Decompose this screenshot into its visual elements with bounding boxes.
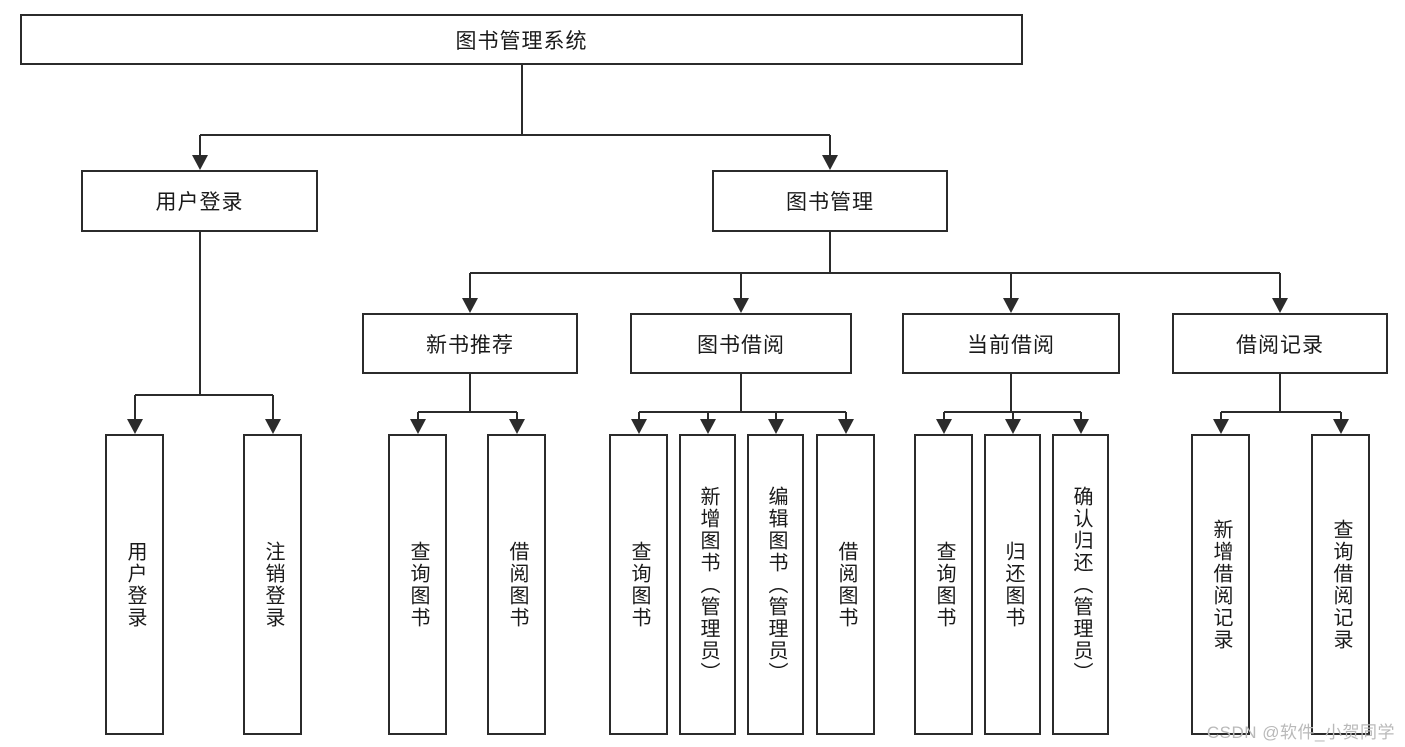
arrow-head-icon <box>508 419 525 434</box>
leaf-edit-book-admin[interactable]: 编辑图书（管理员） <box>747 434 804 735</box>
node-current-borrow[interactable]: 当前借阅 <box>902 313 1120 374</box>
arrow-head-icon <box>733 298 749 313</box>
node-label: 确认归还（管理员） <box>1070 485 1092 684</box>
node-label: 借阅图书 <box>835 540 857 629</box>
arrow-head-icon <box>822 155 838 170</box>
node-label: 新书推荐 <box>426 333 514 357</box>
node-label: 查询图书 <box>933 540 955 629</box>
connector-line <box>198 135 201 155</box>
node-label: 借阅图书 <box>506 540 528 629</box>
node-label: 图书管理系统 <box>455 29 588 53</box>
connector-line <box>470 272 1280 274</box>
node-root[interactable]: 图书管理系统 <box>20 14 1023 65</box>
node-new-book-recommend[interactable]: 新书推荐 <box>362 313 578 374</box>
connector-line <box>637 412 640 419</box>
connector-line <box>134 394 273 396</box>
node-book-borrow[interactable]: 图书借阅 <box>630 313 852 374</box>
arrow-head-icon <box>630 419 647 434</box>
connector-line <box>469 374 471 412</box>
connector-line <box>417 411 517 413</box>
arrow-head-icon <box>837 419 854 434</box>
connector-line <box>133 395 136 419</box>
connector-line <box>416 412 419 419</box>
connector-line <box>1339 412 1342 419</box>
connector-line <box>942 412 945 419</box>
arrow-head-icon <box>191 155 208 170</box>
node-label: 图书借阅 <box>697 333 785 357</box>
connector-line <box>1279 374 1281 412</box>
arrow-head-icon <box>1003 298 1019 313</box>
arrow-head-icon <box>1212 419 1229 434</box>
connector-line <box>515 412 518 419</box>
connector-line <box>1010 374 1012 412</box>
connector-line <box>1279 273 1281 298</box>
node-label: 查询图书 <box>628 540 650 629</box>
arrow-head-icon <box>1332 419 1349 434</box>
arrow-head-icon <box>1272 298 1288 313</box>
connector-line <box>1011 412 1014 419</box>
connector-line <box>774 412 777 419</box>
arrow-head-icon <box>264 419 281 434</box>
connector-line <box>740 273 742 298</box>
connector-line <box>638 411 846 413</box>
connector-line <box>829 135 831 155</box>
node-label: 用户登录 <box>155 191 244 214</box>
node-label: 当前借阅 <box>967 333 1055 357</box>
node-label: 编辑图书（管理员） <box>765 485 787 684</box>
node-label: 图书管理 <box>786 191 874 214</box>
connector-line <box>1220 411 1341 413</box>
node-label: 查询借阅记录 <box>1330 518 1352 651</box>
node-label: 归还图书 <box>1002 540 1024 629</box>
connector-line <box>1219 412 1222 419</box>
connector-line <box>469 273 471 298</box>
node-user-login[interactable]: 用户登录 <box>81 170 318 232</box>
leaf-query-book-current[interactable]: 查询图书 <box>914 434 973 735</box>
arrow-head-icon <box>462 298 478 313</box>
connector-line <box>271 395 274 419</box>
node-label: 注销登录 <box>262 540 284 629</box>
leaf-query-book-recommend[interactable]: 查询图书 <box>388 434 447 735</box>
leaf-add-borrow-record[interactable]: 新增借阅记录 <box>1191 434 1250 735</box>
leaf-user-login[interactable]: 用户登录 <box>105 434 164 735</box>
connector-line <box>520 65 523 135</box>
arrow-head-icon <box>767 419 784 434</box>
connector-line <box>829 232 831 273</box>
leaf-borrow-book-recommend[interactable]: 借阅图书 <box>487 434 546 735</box>
leaf-confirm-return-admin[interactable]: 确认归还（管理员） <box>1052 434 1109 735</box>
arrow-head-icon <box>699 419 716 434</box>
leaf-add-book-admin[interactable]: 新增图书（管理员） <box>679 434 736 735</box>
connector-line <box>706 412 709 419</box>
arrow-head-icon <box>1072 419 1089 434</box>
node-label: 新增借阅记录 <box>1210 518 1232 651</box>
leaf-return-book[interactable]: 归还图书 <box>984 434 1041 735</box>
watermark: CSDN @软件_小贺同学 <box>1206 723 1395 742</box>
node-label: 借阅记录 <box>1236 333 1324 357</box>
leaf-logout-login[interactable]: 注销登录 <box>243 434 302 735</box>
arrow-head-icon <box>409 419 426 434</box>
arrow-head-icon <box>126 419 143 434</box>
connector-line <box>740 374 742 412</box>
arrow-head-icon <box>935 419 952 434</box>
node-label: 用户登录 <box>124 540 146 629</box>
node-label: 新增图书（管理员） <box>697 485 719 684</box>
connector-line <box>198 232 201 395</box>
node-borrow-record[interactable]: 借阅记录 <box>1172 313 1388 374</box>
node-label: 查询图书 <box>407 540 429 629</box>
connector-line <box>199 134 830 136</box>
connector-line <box>1079 412 1082 419</box>
arrow-head-icon <box>1004 419 1021 434</box>
leaf-query-book-borrow[interactable]: 查询图书 <box>609 434 668 735</box>
connector-line <box>844 412 847 419</box>
leaf-borrow-book[interactable]: 借阅图书 <box>816 434 875 735</box>
leaf-query-borrow-record[interactable]: 查询借阅记录 <box>1311 434 1370 735</box>
connector-line <box>1010 273 1012 298</box>
node-book-management[interactable]: 图书管理 <box>712 170 948 232</box>
